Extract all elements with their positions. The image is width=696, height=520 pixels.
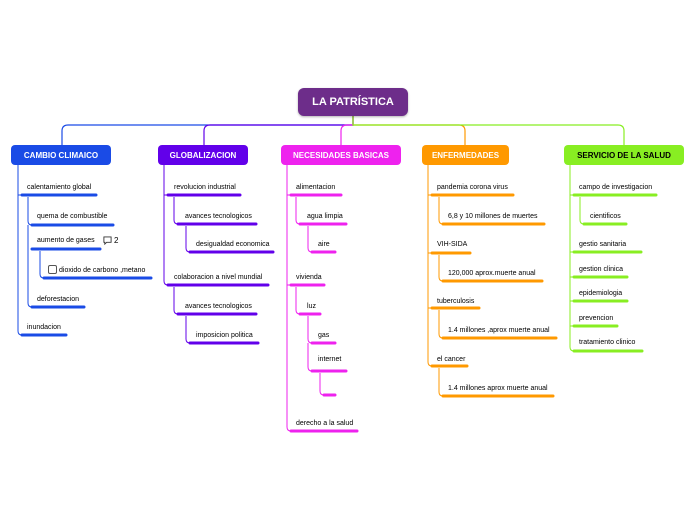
comment-count: 2 [114,236,119,245]
task-checkbox[interactable] [48,265,57,274]
subtopic-millones-de-muertes[interactable]: 6,8 y 10 millones de muertes [448,213,538,220]
subtopic-vih-muerte-anual[interactable]: 120,000 aprox.muerte anual [448,270,536,277]
root-topic[interactable]: LA PATRÍSTICA [298,88,408,116]
subtopic-tuberculosis[interactable]: tuberculosis [437,298,475,305]
subtopic-gestion-clinica[interactable]: gestion clinica [579,266,623,273]
subtopic-prevencion[interactable]: prevencion [579,315,614,322]
topic-servicio-de-la-salud[interactable]: SERVICIO DE LA SALUD [564,145,684,165]
subtopic-internet[interactable]: internet [318,356,342,363]
subtopic-luz[interactable]: luz [307,303,316,310]
topic-enfermedades[interactable]: ENFERMEDADES [422,145,509,165]
subtopic-deforestacion[interactable]: deforestacion [37,296,80,303]
subtopic-campo-de-investigacion[interactable]: campo de investigacion [579,184,653,191]
topic-necesidades-basicas[interactable]: NECESIDADES BASICAS [281,145,401,165]
topic-globalizacion[interactable]: GLOBALIZACION [158,145,248,165]
subtopic-epidemiologia[interactable]: epidemiologia [579,290,623,297]
subtopic-agua-limpia[interactable]: agua limpia [307,213,343,220]
subtopic-inundacion[interactable]: inundacion [27,324,61,331]
subtopic-tuberculosis-muerte-anual[interactable]: 1.4 millones ,aprox muerte anual [448,327,550,334]
subtopic-avances-tecnologicos-2[interactable]: avances tecnologicos [185,303,252,310]
topic-cambio-climaico[interactable]: CAMBIO CLIMAICO [11,145,111,165]
comment-badge[interactable]: 2 [103,236,118,245]
subtopic-dioxido-de-carbono[interactable]: dioxido de carbono ,metano [59,267,146,274]
subtopic-cancer-muerte-anual[interactable]: 1.4 millones aprox muerte anual [448,385,548,392]
subtopic-vivienda[interactable]: vivienda [296,274,322,281]
subtopic-alimentacion[interactable]: alimentacion [296,184,336,191]
subtopic-cientificos[interactable]: cientificos [590,213,621,220]
subtopic-desigualdad-economica[interactable]: desigualdad economica [196,241,270,248]
subtopic-imposicion-politica[interactable]: imposicion politica [196,332,253,339]
subtopic-aumento-de-gases[interactable]: aumento de gases [37,237,95,244]
subtopic-gestio-sanitaria[interactable]: gestio sanitaria [579,241,627,248]
subtopic-gas[interactable]: gas [318,332,330,339]
subtopic-pandemia-corona-virus[interactable]: pandemia corona virus [437,184,508,191]
subtopic-tratamiento-clinico[interactable]: tratamiento clinico [579,339,636,346]
subtopic-aire[interactable]: aire [318,241,330,248]
subtopic-el-cancer[interactable]: el cancer [437,356,466,363]
subtopic-colaboracion-mundial[interactable]: colaboracion a nivel mundial [174,274,263,281]
subtopic-calentamiento-global[interactable]: calentamiento global [27,184,92,191]
subtopic-quema-de-combustible[interactable]: quema de combustible [37,213,108,220]
subtopic-derecho-a-la-salud[interactable]: derecho a la salud [296,420,354,427]
comment-icon [103,236,112,245]
subtopic-revolucion-industrial[interactable]: revolucion industrial [174,184,236,191]
subtopic-avances-tecnologicos[interactable]: avances tecnologicos [185,213,252,220]
subtopic-vih-sida[interactable]: VIH-SIDA [437,241,468,248]
